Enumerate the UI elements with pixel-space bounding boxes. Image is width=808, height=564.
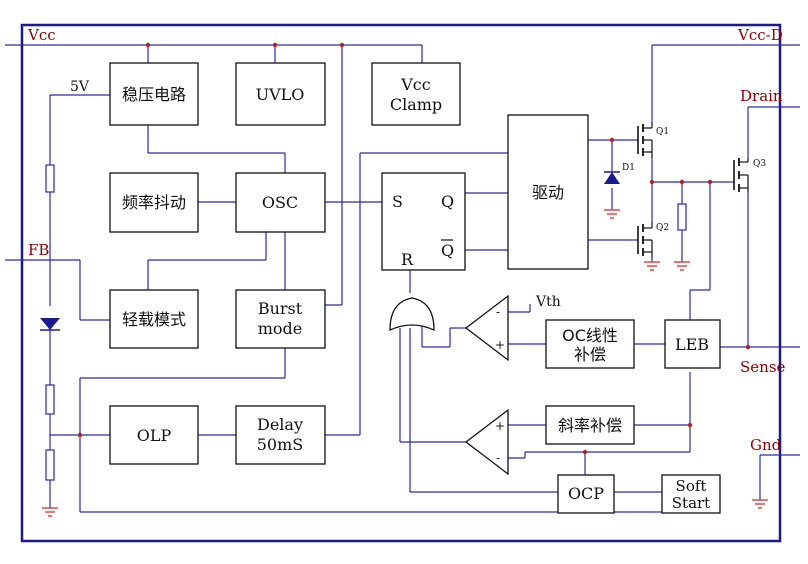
block-vcc-clamp: Vcc Clamp — [371, 62, 461, 126]
block-ocp-label: OCP — [568, 484, 604, 503]
wiring — [5, 44, 800, 513]
ground-icon — [604, 209, 620, 219]
block-vcc-clamp-line2: Clamp — [390, 95, 442, 114]
block-burst-line2: mode — [258, 319, 303, 338]
latch-s-label: S — [392, 192, 403, 211]
pin-gnd: Gnd — [750, 436, 782, 454]
block-delay: Delay 50mS — [235, 405, 326, 465]
slope-comparator-minus: - — [496, 451, 500, 465]
block-olp: OLP — [109, 405, 199, 465]
q3-label: Q3 — [753, 159, 766, 169]
slope-comparator-plus: + — [495, 419, 505, 433]
block-olp-label: OLP — [137, 426, 172, 445]
pin-vcc-d: Vcc-D — [737, 26, 783, 44]
block-leb-label: LEB — [675, 335, 709, 354]
oc-comparator-minus: - — [496, 305, 500, 319]
label-5v: 5V — [70, 79, 90, 95]
block-uvlo: UVLO — [235, 62, 326, 126]
latch-qbar-label: Q — [441, 241, 454, 260]
block-oc-comp: OC线性 补偿 — [545, 319, 635, 369]
ground-icon — [752, 499, 768, 509]
d1-label: D1 — [622, 163, 635, 173]
mosfet-q3-icon: Q3 — [728, 158, 766, 192]
block-ocp: OCP — [557, 474, 615, 514]
mosfet-q1-icon: Q1 — [628, 122, 669, 158]
ic-frame — [20, 23, 782, 543]
block-delay-line2: 50mS — [257, 435, 304, 454]
slope-comparator: + - — [464, 408, 509, 476]
diode-d1-icon: D1 — [604, 163, 635, 184]
block-jitter-label: 频率抖动 — [122, 193, 186, 212]
resistor-r3-icon — [45, 449, 55, 481]
pin-sense: Sense — [740, 358, 786, 376]
sr-latch: S Q Q R — [381, 172, 466, 271]
pin-drain: Drain — [740, 87, 783, 105]
junction-dots — [77, 42, 751, 455]
latch-q-label: Q — [441, 192, 454, 211]
oc-comparator-plus: + — [495, 338, 505, 352]
block-regulator: 稳压电路 — [109, 62, 199, 126]
block-slope-comp-label: 斜率补偿 — [558, 416, 622, 435]
pin-vcc: Vcc — [27, 26, 56, 44]
block-osc: OSC — [235, 172, 326, 233]
block-burst: Burst mode — [235, 289, 326, 349]
block-delay-line1: Delay — [257, 415, 303, 434]
block-soft-start: Soft Start — [661, 474, 721, 514]
block-slope-comp: 斜率补偿 — [545, 405, 635, 445]
block-regulator-label: 稳压电路 — [122, 85, 186, 104]
block-burst-line1: Burst — [258, 299, 303, 318]
resistor-r4-icon — [677, 203, 687, 231]
q1-label: Q1 — [656, 127, 669, 137]
block-jitter: 频率抖动 — [109, 172, 199, 233]
ground-icon — [674, 261, 690, 271]
label-vth: Vth — [535, 294, 561, 310]
resistor-r2-icon — [45, 384, 55, 415]
or-gate — [389, 297, 435, 332]
block-oc-comp-line1: OC线性 — [562, 326, 618, 345]
block-uvlo-label: UVLO — [256, 85, 305, 104]
block-driver-label: 驱动 — [532, 183, 564, 202]
block-osc-label: OSC — [262, 193, 298, 212]
latch-r-label: R — [401, 250, 414, 269]
block-light-load: 轻载模式 — [109, 289, 199, 349]
q2-label: Q2 — [656, 223, 669, 233]
mosfet-q2-icon: Q2 — [628, 222, 669, 258]
pin-fb: FB — [28, 241, 49, 259]
block-oc-comp-line2: 补偿 — [574, 345, 606, 364]
oc-comparator: - + — [464, 294, 509, 362]
zener-diode-icon — [40, 318, 60, 331]
block-soft-start-line2: Start — [672, 494, 710, 512]
resistor-r1-icon — [45, 164, 55, 193]
block-vcc-clamp-line1: Vcc — [400, 75, 431, 94]
block-soft-start-line1: Soft — [676, 477, 707, 495]
ground-icon — [42, 507, 58, 517]
block-leb: LEB — [664, 319, 721, 369]
ground-icon — [644, 261, 660, 271]
block-light-load-label: 轻载模式 — [122, 310, 186, 329]
block-driver: 驱动 — [507, 114, 589, 270]
